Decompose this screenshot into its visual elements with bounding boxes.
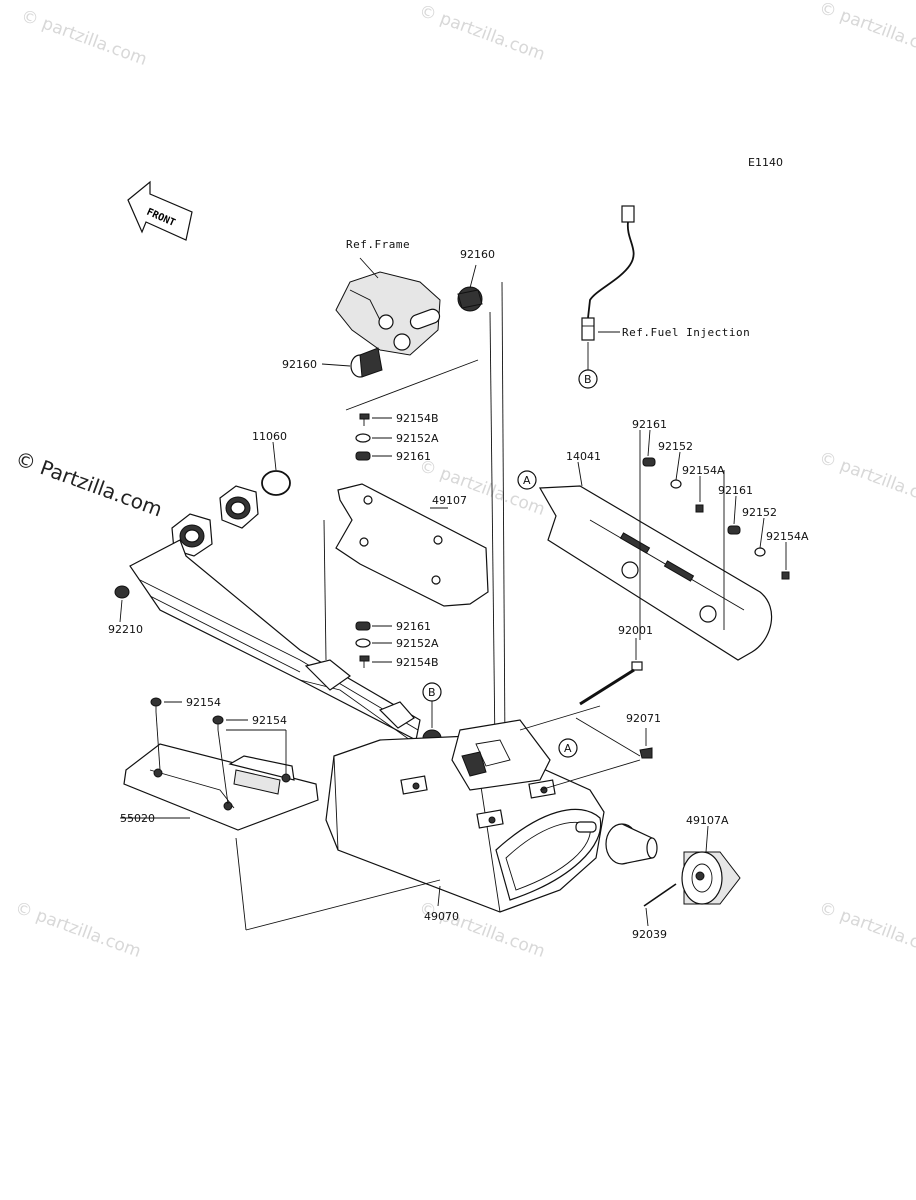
washer-92152-r1 bbox=[670, 479, 682, 489]
muffler-cover-14041 bbox=[538, 485, 773, 661]
frame-bracket bbox=[335, 271, 441, 356]
gasket-11060 bbox=[261, 470, 291, 496]
watermark: © partzilla.com bbox=[816, 0, 916, 62]
watermark: © partzilla.com bbox=[416, 1, 547, 65]
grommet-top bbox=[457, 286, 483, 312]
part-92161-mid: 92161 bbox=[396, 620, 431, 633]
part-92154A-r2: 92154A bbox=[766, 530, 809, 543]
part-92154-b: 92154 bbox=[252, 714, 287, 727]
part-92152A-mid: 92152A bbox=[396, 637, 439, 650]
bolt-92154B-mid bbox=[359, 655, 370, 668]
watermark-main: © Partzilla.com bbox=[12, 446, 165, 521]
callout-a-cover-label: A bbox=[523, 474, 531, 487]
o2-sensor bbox=[581, 205, 635, 341]
part-92161-r1: 92161 bbox=[632, 418, 667, 431]
part-92210: 92210 bbox=[108, 623, 143, 636]
washer-92152-r2 bbox=[754, 547, 766, 557]
clip-92071 bbox=[639, 747, 653, 759]
part-92154B-top: 92154B bbox=[396, 412, 439, 425]
bolt-92154B-top bbox=[359, 413, 370, 426]
washer-92152A-top bbox=[355, 433, 371, 443]
part-92154B-mid: 92154B bbox=[396, 656, 439, 669]
part-92160-top: 92160 bbox=[460, 248, 495, 261]
part-92152A-top: 92152A bbox=[396, 432, 439, 445]
part-92152-r2: 92152 bbox=[742, 506, 777, 519]
exhaust-flange-left bbox=[171, 513, 213, 557]
ref-fuel-injection-label: Ref.Fuel Injection bbox=[622, 326, 750, 339]
callout-a-muffler bbox=[558, 738, 578, 758]
front-arrow-icon: FRONT bbox=[127, 180, 193, 241]
callout-a-muffler-label: A bbox=[564, 742, 572, 755]
part-92001: 92001 bbox=[618, 624, 653, 637]
part-92071: 92071 bbox=[626, 712, 661, 725]
part-92152-r1: 92152 bbox=[658, 440, 693, 453]
tail-pipe bbox=[605, 823, 658, 865]
part-92039: 92039 bbox=[632, 928, 667, 941]
part-49107A: 49107A bbox=[686, 814, 729, 827]
watermark: © partzilla.com bbox=[816, 898, 916, 962]
callout-b-left-label: B bbox=[428, 686, 436, 699]
part-92161-r2: 92161 bbox=[718, 484, 753, 497]
callout-a-cover bbox=[517, 470, 537, 490]
damper-92161-mid bbox=[355, 621, 371, 631]
tail-cover-49107A bbox=[681, 851, 741, 905]
bolt-92001 bbox=[579, 661, 643, 706]
ref-frame-label: Ref.Frame bbox=[346, 238, 410, 251]
part-14041: 14041 bbox=[566, 450, 601, 463]
watermark: © partzilla.com bbox=[816, 448, 916, 512]
diagram-code: E1140 bbox=[748, 156, 783, 169]
callout-b-top-label: B bbox=[584, 373, 592, 386]
watermark: © partzilla.com bbox=[18, 6, 149, 70]
callout-b-top bbox=[578, 369, 598, 389]
heat-shield-49107 bbox=[335, 483, 489, 607]
damper-92161-r1 bbox=[642, 457, 656, 467]
washer-92152A-mid bbox=[355, 638, 371, 648]
part-11060: 11060 bbox=[252, 430, 287, 443]
exhaust-flange-right bbox=[219, 485, 259, 529]
part-49107: 49107 bbox=[432, 494, 467, 507]
part-55020: 55020 bbox=[120, 812, 155, 825]
grommet-left bbox=[350, 347, 383, 378]
screw-92039 bbox=[643, 883, 677, 907]
damper-92161-top bbox=[355, 451, 371, 461]
part-49070: 49070 bbox=[424, 910, 459, 923]
part-92160-left: 92160 bbox=[282, 358, 317, 371]
part-92161-top: 92161 bbox=[396, 450, 431, 463]
watermark: © partzilla.com bbox=[416, 898, 547, 962]
bolt-92154A-r1 bbox=[695, 504, 704, 513]
part-92154A-r1: 92154A bbox=[682, 464, 725, 477]
bolt-92154A-r2 bbox=[781, 571, 790, 580]
nut-92210 bbox=[114, 585, 130, 599]
screw-92154-a bbox=[150, 697, 162, 712]
guard-55020 bbox=[123, 743, 319, 831]
screw-92154-b bbox=[212, 715, 224, 730]
watermark: © partzilla.com bbox=[12, 898, 143, 962]
part-92154-a: 92154 bbox=[186, 696, 221, 709]
damper-92161-r2 bbox=[727, 525, 741, 535]
